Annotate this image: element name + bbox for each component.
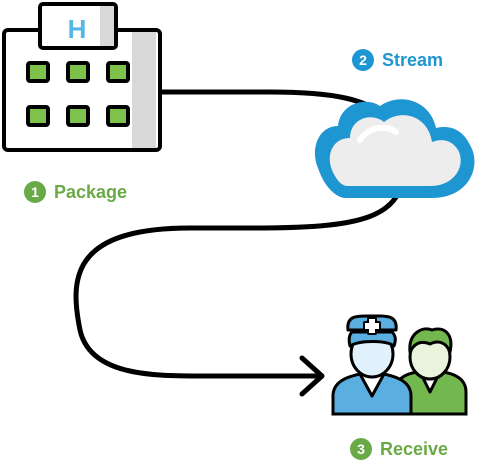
cloud-icon xyxy=(314,99,475,198)
step-number-badge: 1 xyxy=(24,181,46,203)
step-receive: 3 Receive xyxy=(350,438,448,460)
step-label: Stream xyxy=(382,49,444,70)
connector-stream-to-receive xyxy=(73,159,407,379)
building-sign-letter: H xyxy=(68,14,87,44)
building-windows xyxy=(26,61,130,127)
person-nurse xyxy=(331,314,413,416)
step-package: 1 Package xyxy=(24,181,127,203)
step-label: Receive xyxy=(380,438,449,459)
medical-staff-icon xyxy=(331,314,468,416)
step-label: Package xyxy=(54,181,128,202)
person-green xyxy=(393,327,468,416)
step-stream: 2 Stream xyxy=(352,49,443,71)
step-number-badge: 2 xyxy=(352,49,374,71)
hospital-building-icon: H xyxy=(2,2,162,152)
arrow-head xyxy=(299,355,325,397)
step-number-badge: 3 xyxy=(350,438,372,460)
